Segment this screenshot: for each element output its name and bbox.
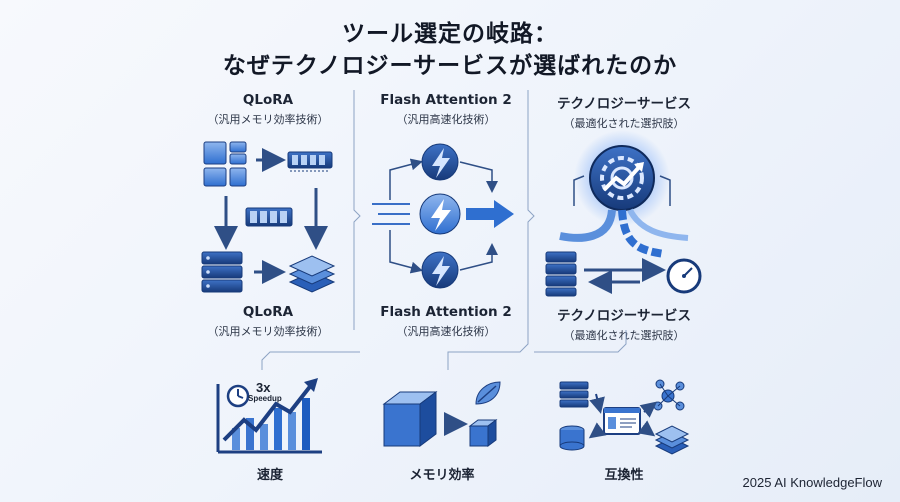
ram-module-icon xyxy=(245,207,293,227)
qlora-icon-group xyxy=(201,141,336,293)
layer-stack-icon xyxy=(288,255,336,293)
small-server-icon xyxy=(559,381,589,408)
lightning-icon-top xyxy=(421,143,459,181)
forward-arrow-icon xyxy=(466,200,514,228)
qlora-top-sub: （汎用メモリ効率技術） xyxy=(207,113,329,126)
qlora-bottom-sub: （汎用メモリ効率技術） xyxy=(207,325,329,338)
lightning-icon-bottom xyxy=(421,251,459,289)
title-line-2: なぜテクノロジーサービスが選ばれたのか xyxy=(222,53,678,79)
memory-cube-icon xyxy=(382,381,501,447)
tech-service-top-label: テクノロジーサービス （最適化された選択肢） xyxy=(524,92,724,131)
benefit-compatibility-label: 互換性 xyxy=(604,468,644,483)
speedup-caption: Speedup xyxy=(248,394,282,403)
flash-attention-top-label: Flash Attention 2 （汎用高速化技術） xyxy=(346,92,546,127)
layers-icon xyxy=(654,425,690,455)
database-icon xyxy=(559,425,585,451)
qlora-top-name: QLoRA xyxy=(242,92,294,108)
title-line-1: ツール選定の岐路： xyxy=(342,21,558,47)
speed-chart-icon xyxy=(216,378,322,454)
tech-service-bottom-sub: （最適化された選択肢） xyxy=(563,329,685,342)
tech-service-top-name: テクノロジーサービス xyxy=(557,96,691,112)
benefit-memory-label: メモリ効率 xyxy=(409,468,475,483)
tech-server-icon xyxy=(545,251,577,297)
app-window-icon xyxy=(603,407,641,435)
optimization-gear-icon xyxy=(589,145,655,211)
tech-service-top-sub: （最適化された選択肢） xyxy=(563,117,685,130)
server-stack-icon xyxy=(201,251,243,293)
ram-chip-icon xyxy=(287,151,333,172)
node-network-icon xyxy=(653,379,685,411)
flash-attention-bottom-name: Flash Attention 2 xyxy=(380,304,512,320)
qlora-bottom-label: QLoRA （汎用メモリ効率技術） xyxy=(168,304,368,339)
leaf-icon xyxy=(475,381,501,405)
tech-service-icon-group xyxy=(545,130,702,297)
speedup-multiplier: 3x xyxy=(256,380,271,395)
matrix-grid-icon xyxy=(203,141,247,187)
flash-attention-icon-group xyxy=(372,143,514,289)
tech-service-bottom-name: テクノロジーサービス xyxy=(557,308,691,324)
column-separators xyxy=(261,90,627,370)
qlora-top-label: QLoRA （汎用メモリ効率技術） xyxy=(168,92,368,127)
tech-service-bottom-label: テクノロジーサービス （最適化された選択肢） xyxy=(524,304,724,343)
clock-icon xyxy=(226,384,250,408)
qlora-bottom-name: QLoRA xyxy=(242,304,294,320)
flash-attention-top-sub: （汎用高速化技術） xyxy=(396,113,496,126)
compatibility-network-icon xyxy=(559,379,690,455)
flash-attention-top-name: Flash Attention 2 xyxy=(380,92,512,108)
lightning-icon-middle xyxy=(419,193,461,235)
speedometer-icon xyxy=(666,258,702,294)
flash-attention-bottom-label: Flash Attention 2 （汎用高速化技術） xyxy=(346,304,546,339)
flash-attention-bottom-sub: （汎用高速化技術） xyxy=(396,325,496,338)
footer-credit: 2025 AI KnowledgeFlow xyxy=(742,475,882,490)
benefit-speed-label: 速度 xyxy=(256,468,283,483)
